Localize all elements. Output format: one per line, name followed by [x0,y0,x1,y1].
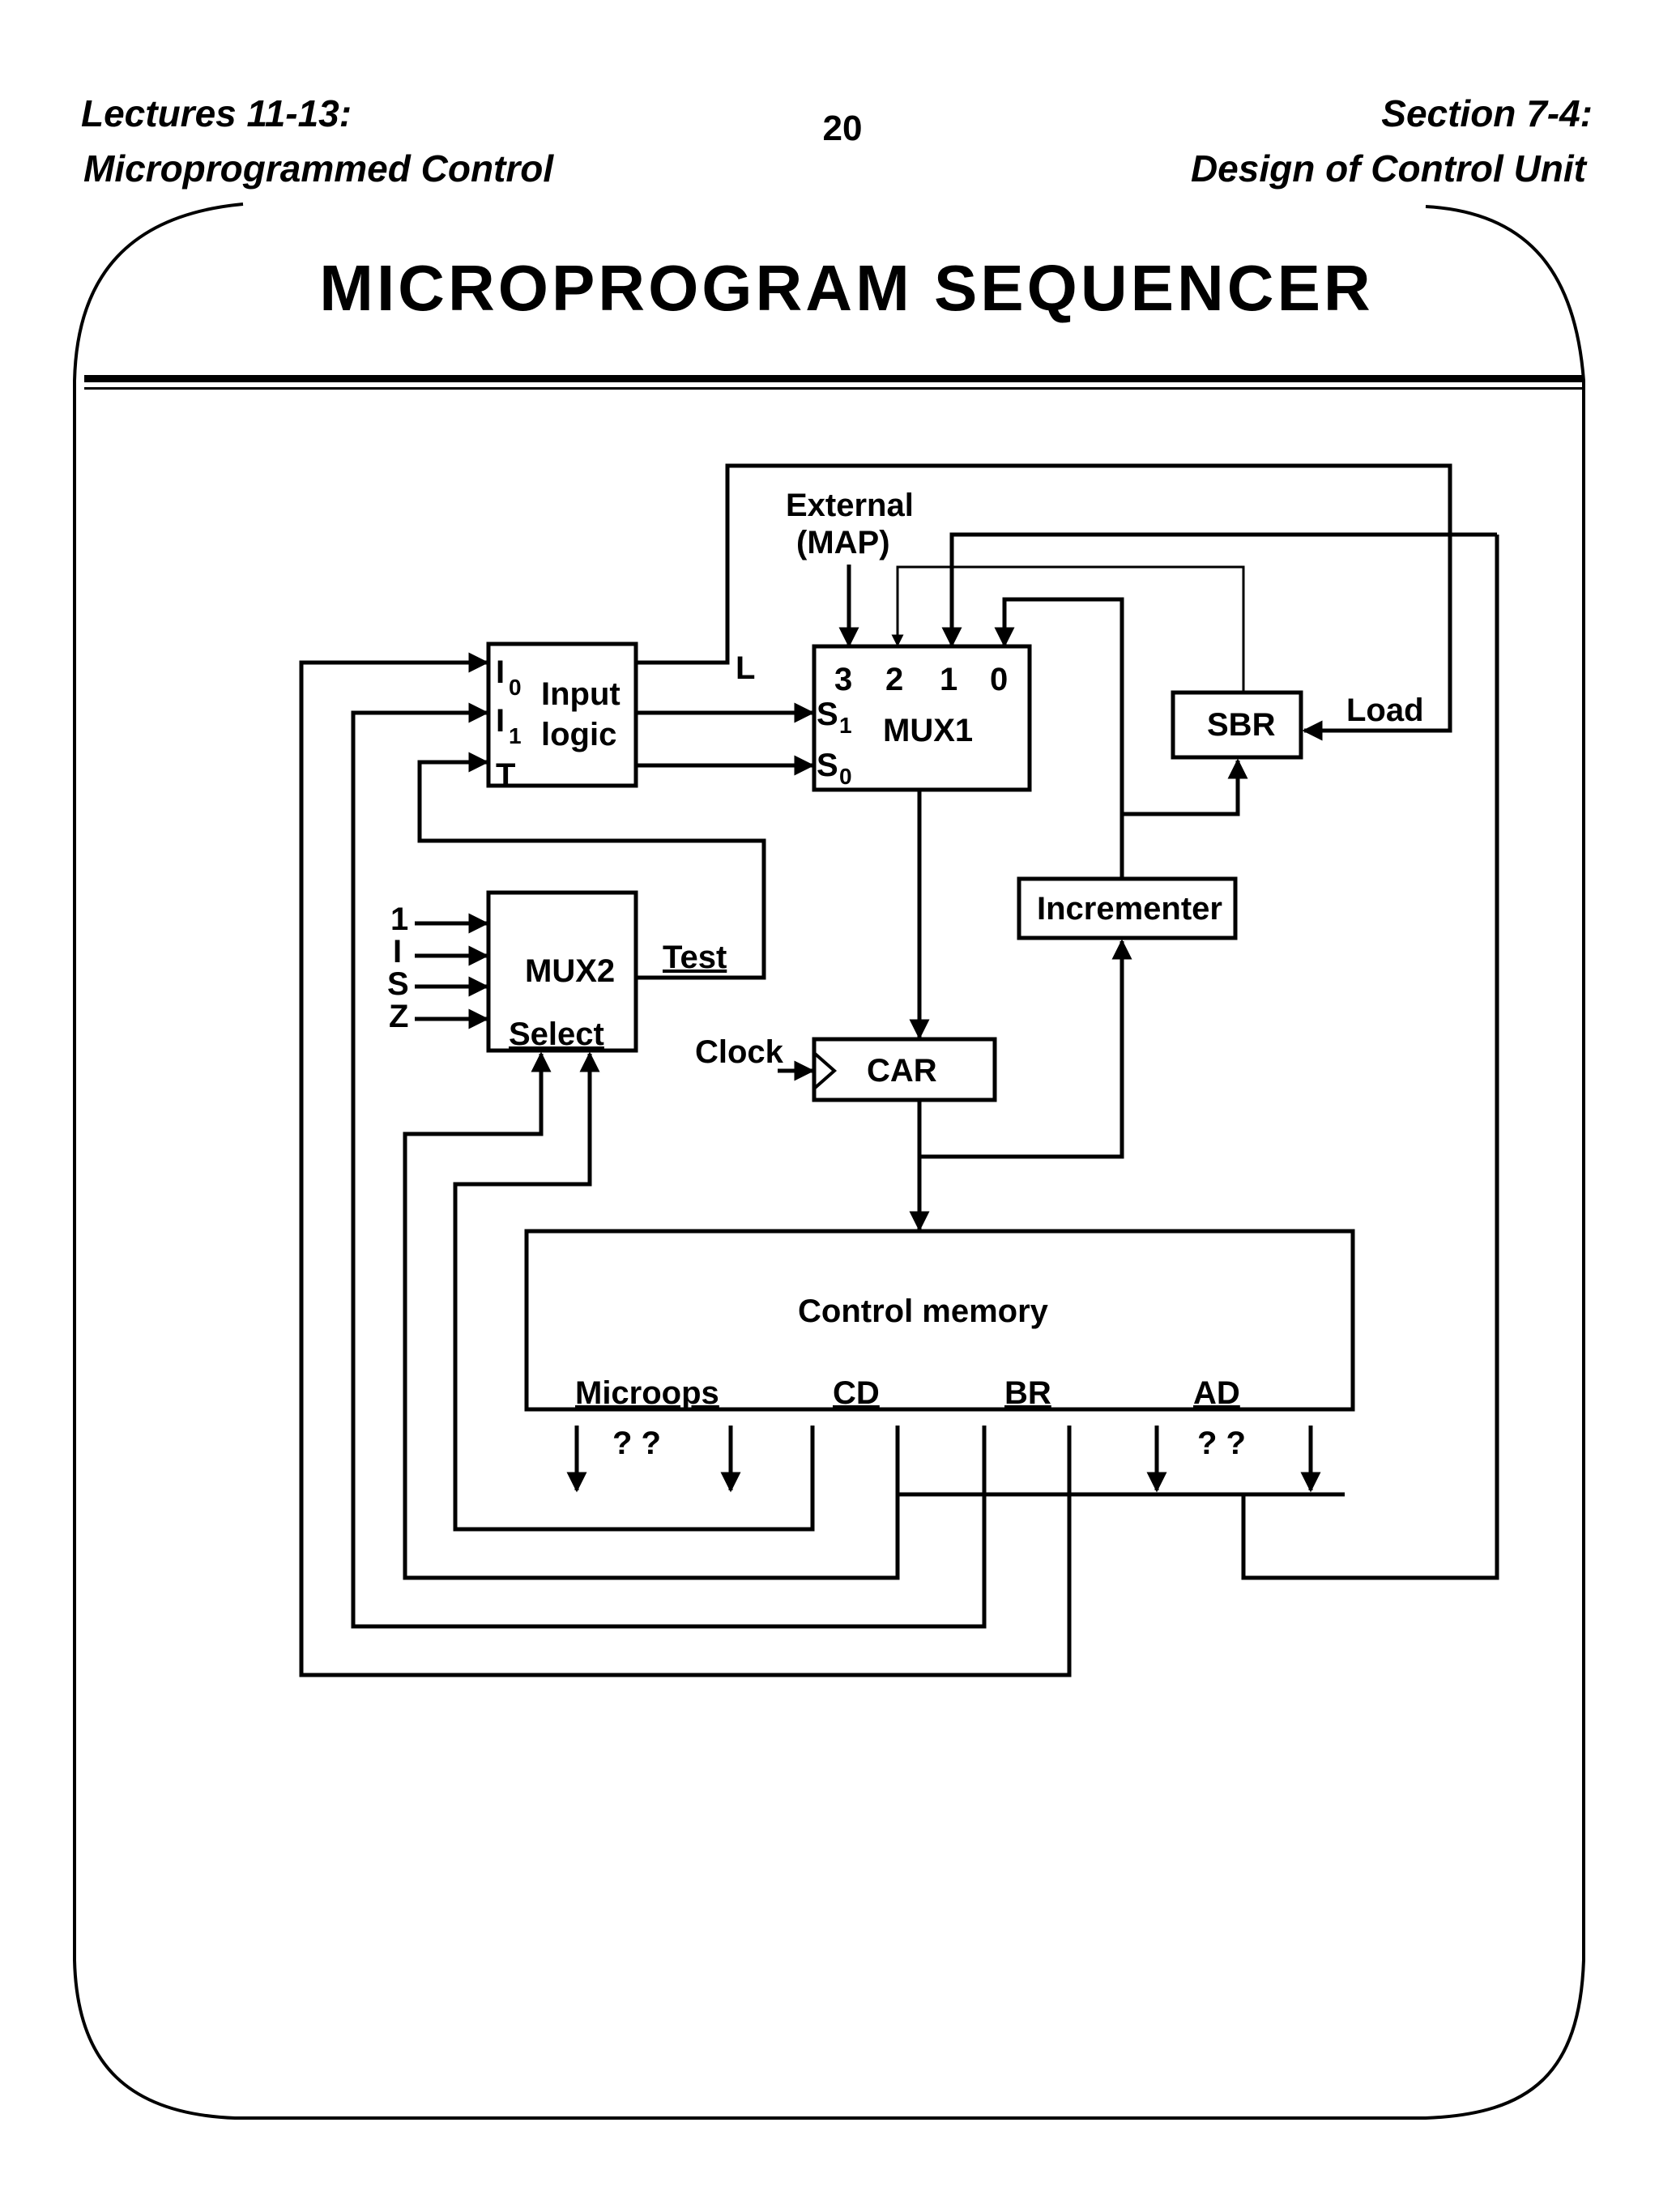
wire-ad-to-mux1 [1241,535,1499,1580]
control-memory-label: Control memory [798,1294,1049,1329]
field-br: BR [1004,1375,1051,1411]
header-section: Section 7-4: [1381,92,1593,134]
wire-input0 [994,597,1124,879]
wire-br-i0 [299,652,1072,1677]
pin-t: T [496,757,515,793]
mux1-input-0: 0 [990,662,1008,697]
mux2-input-z-label: Z [389,999,408,1034]
wire-test [417,752,766,980]
pin-i1-sub: 1 [509,723,522,748]
wire-cd-select-b [403,1051,900,1580]
microops-unknown: ? ? [612,1426,661,1461]
title-rule-thick [84,375,1583,382]
mux1-s0: S [817,748,838,783]
mux1-input-3: 3 [834,662,852,697]
load-label: Load [1346,693,1424,728]
mux1-s0-sub: 0 [839,764,852,789]
mux2-input-1-label: 1 [390,901,408,937]
mux1-s1-sub: 1 [839,713,852,738]
frame-border [73,202,1585,2120]
pin-i0: I [496,654,505,690]
wire-car-inc [919,939,1132,1159]
car-clock-triangle [812,1051,838,1090]
wire-br-i1 [351,702,987,1629]
input-logic-label: Input [541,676,621,712]
sbr-label: SBR [1207,707,1276,743]
pin-i1: I [496,703,505,739]
output-l: L [736,650,755,686]
external-label: External [786,488,914,523]
mux1-input-1: 1 [940,662,957,697]
incrementer-box [1017,876,1238,940]
car-label: CAR [867,1053,937,1089]
mux2-select-label: Select [509,1016,604,1052]
mux2-input-i-label: I [393,934,402,970]
header-section-title: Design of Control Unit [1190,147,1586,190]
mux2-label: MUX2 [525,953,615,989]
control-memory-box [524,1229,1355,1412]
ad-unknown: ? ? [1197,1426,1246,1461]
mux1-s1: S [817,697,838,732]
mux1-input-2: 2 [885,662,903,697]
wire-sbr-to-mux1 [891,565,1245,693]
clock-label: Clock [695,1034,784,1070]
pin-i0-sub: 0 [509,675,522,700]
test-label: Test [663,940,727,975]
title-rule-thin [84,387,1583,390]
wire-input1 [941,532,1497,648]
wire-inc-sbr [1122,758,1248,816]
mux2-box [486,890,638,1053]
header-lectures: Lectures 11-13: [81,92,352,134]
wire-cd-select-a [453,1051,815,1532]
page-number: 20 [822,109,863,148]
field-cd: CD [833,1375,880,1411]
sbr-box [1171,690,1303,760]
mux1-label: MUX1 [883,713,973,748]
incrementer-label: Incrementer [1037,891,1222,927]
field-microops: Microops [575,1375,719,1411]
mux2-input-s-label: S [387,966,409,1002]
input-logic-label-2: logic [541,717,616,752]
header-topic: Microprogrammed Control [83,147,554,190]
slide-title: MICROPROGRAM SEQUENCER [319,252,1374,324]
external-map-label: (MAP) [796,525,890,560]
wire-load [636,463,1452,741]
field-ad: AD [1193,1375,1240,1411]
